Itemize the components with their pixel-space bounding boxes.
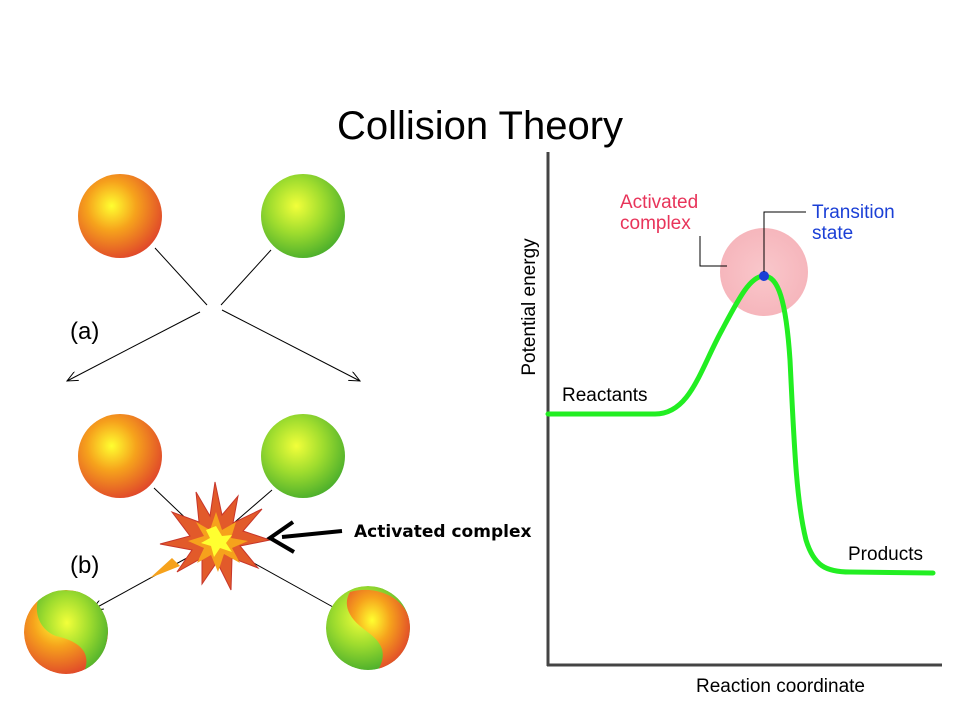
arrow-icon — [67, 311, 201, 381]
callout-arrow-icon — [281, 529, 343, 539]
transition-leader-line — [763, 211, 806, 272]
transition-state-point — [759, 271, 769, 281]
trajectory-line — [220, 249, 272, 306]
x-axis-label: Reaction coordinate — [696, 676, 865, 697]
products-label: Products — [848, 544, 923, 565]
orange-sphere-icon — [78, 174, 162, 258]
panel-a-label: (a) — [70, 318, 100, 345]
trajectory-line — [154, 247, 208, 306]
panel-b — [24, 414, 410, 674]
energy-curve — [545, 273, 936, 576]
explosion-burst-icon — [150, 481, 272, 591]
green-sphere-icon — [261, 174, 345, 258]
callout-arrow-head — [266, 520, 296, 554]
transition-state-label: Transition state — [812, 202, 895, 244]
orange-sphere-icon — [78, 414, 162, 498]
arrow-icon — [221, 309, 360, 381]
page-title: Collision Theory — [336, 104, 624, 148]
split-sphere-icon — [326, 586, 410, 670]
arrow-icon — [92, 552, 197, 610]
split-sphere-icon — [24, 590, 108, 674]
reactants-label: Reactants — [562, 385, 648, 406]
energy-plot — [545, 152, 942, 667]
panel-a — [67, 174, 360, 381]
activated-complex-label: Activated complex — [620, 192, 699, 234]
panel-b-label: (b) — [70, 552, 100, 579]
y-axis-label: Potential energy — [519, 238, 540, 376]
green-sphere-icon — [261, 414, 345, 498]
activated-complex-callout: Activated complex — [354, 522, 532, 542]
activated-leader-line — [699, 236, 727, 267]
